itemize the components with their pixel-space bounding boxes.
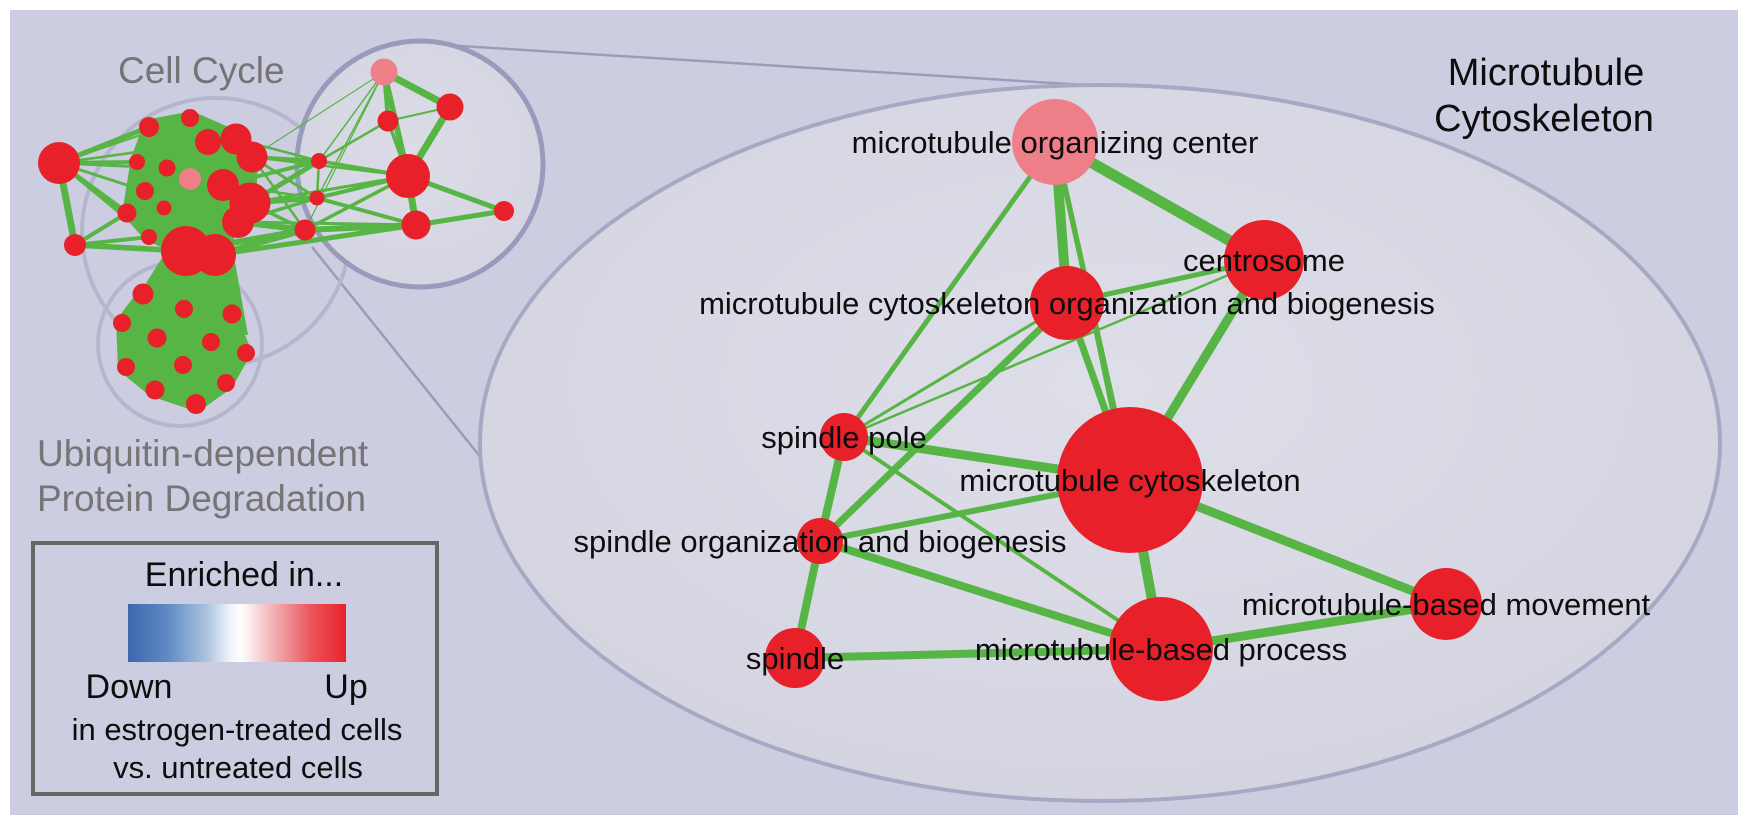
svg-text:microtubule cytoskeleton: microtubule cytoskeleton xyxy=(959,463,1300,498)
svg-text:vs. untreated cells: vs. untreated cells xyxy=(113,750,363,785)
svg-text:Ubiquitin-dependent: Ubiquitin-dependent xyxy=(37,433,369,474)
svg-text:microtubule-based movement: microtubule-based movement xyxy=(1242,587,1651,622)
svg-text:Cytoskeleton: Cytoskeleton xyxy=(1434,98,1654,140)
svg-text:Enriched in...: Enriched in... xyxy=(145,556,343,594)
svg-text:Protein Degradation: Protein Degradation xyxy=(37,478,366,519)
svg-text:Cell Cycle: Cell Cycle xyxy=(118,50,285,91)
svg-text:Up: Up xyxy=(324,668,367,706)
svg-text:spindle pole: spindle pole xyxy=(761,420,926,455)
svg-text:spindle: spindle xyxy=(746,641,844,676)
svg-text:Microtubule: Microtubule xyxy=(1448,52,1644,94)
svg-text:Down: Down xyxy=(86,668,173,706)
svg-text:microtubule cytoskeleton organ: microtubule cytoskeleton organization an… xyxy=(699,286,1435,321)
svg-text:spindle organization and bioge: spindle organization and biogenesis xyxy=(574,524,1067,559)
svg-text:centrosome: centrosome xyxy=(1183,243,1345,278)
svg-text:in estrogen-treated cells: in estrogen-treated cells xyxy=(72,712,403,747)
svg-text:microtubule organizing center: microtubule organizing center xyxy=(852,125,1259,160)
svg-text:microtubule-based process: microtubule-based process xyxy=(975,632,1347,667)
